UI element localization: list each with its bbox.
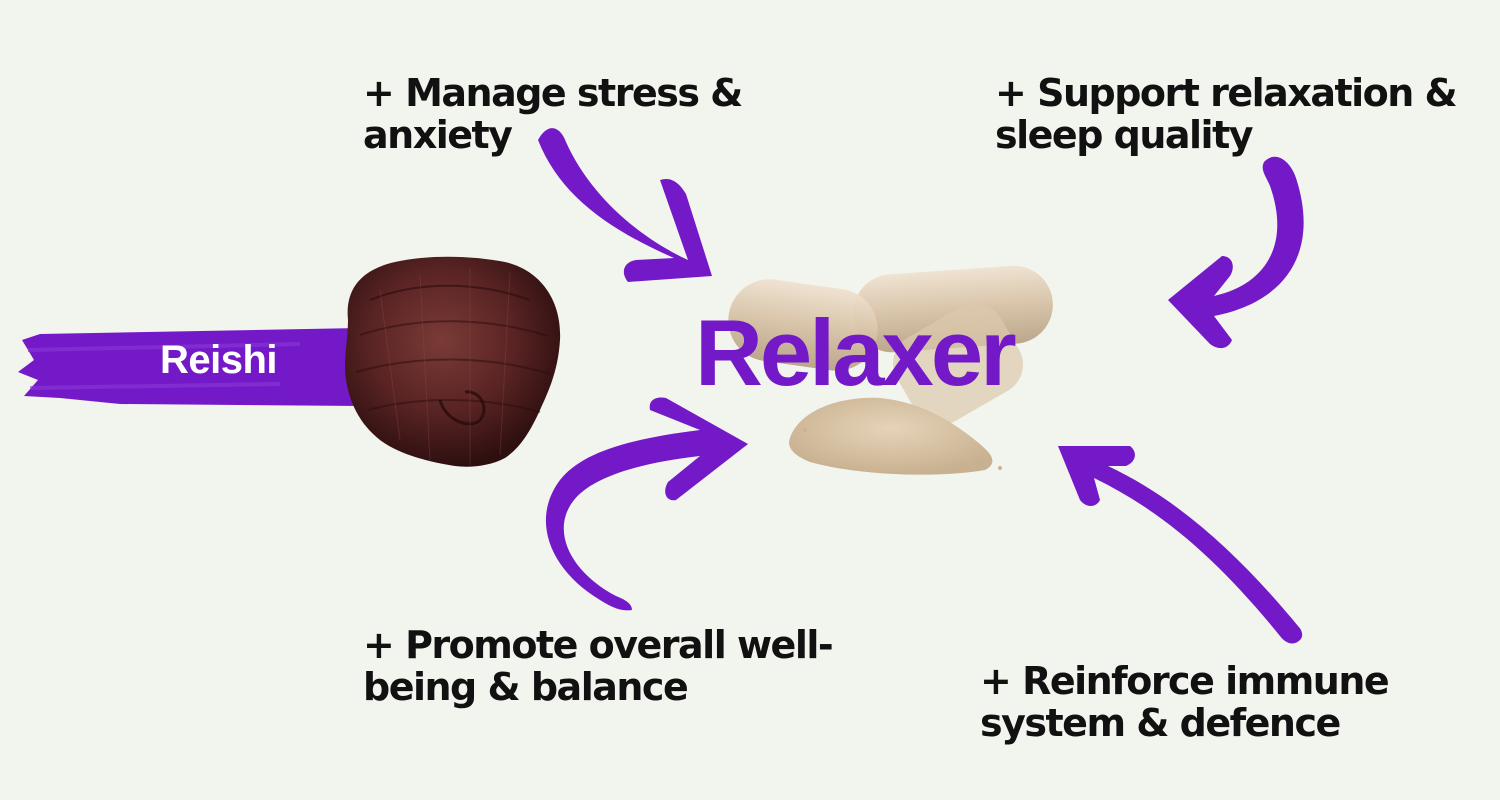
arrow-from-sleep — [1168, 156, 1304, 349]
arrow-from-stress — [538, 128, 712, 282]
arrow-from-immune — [1058, 446, 1303, 644]
ingredient-label: Reishi — [160, 338, 278, 382]
arrow-from-wellbeing — [545, 397, 748, 611]
benefit-immune: + Reinforce immune system & defence — [980, 659, 1390, 745]
benefit-stress: + Manage stress & anxiety — [363, 71, 743, 157]
product-title: Relaxer — [695, 300, 1017, 405]
brush-stroke-banner — [18, 328, 362, 406]
capsules-and-powder-image — [728, 265, 1053, 475]
benefit-sleep: + Support relaxation & sleep quality — [995, 71, 1458, 157]
benefit-wellbeing: + Promote overall well- being & balance — [363, 623, 834, 709]
reishi-mushroom-image — [345, 256, 561, 467]
